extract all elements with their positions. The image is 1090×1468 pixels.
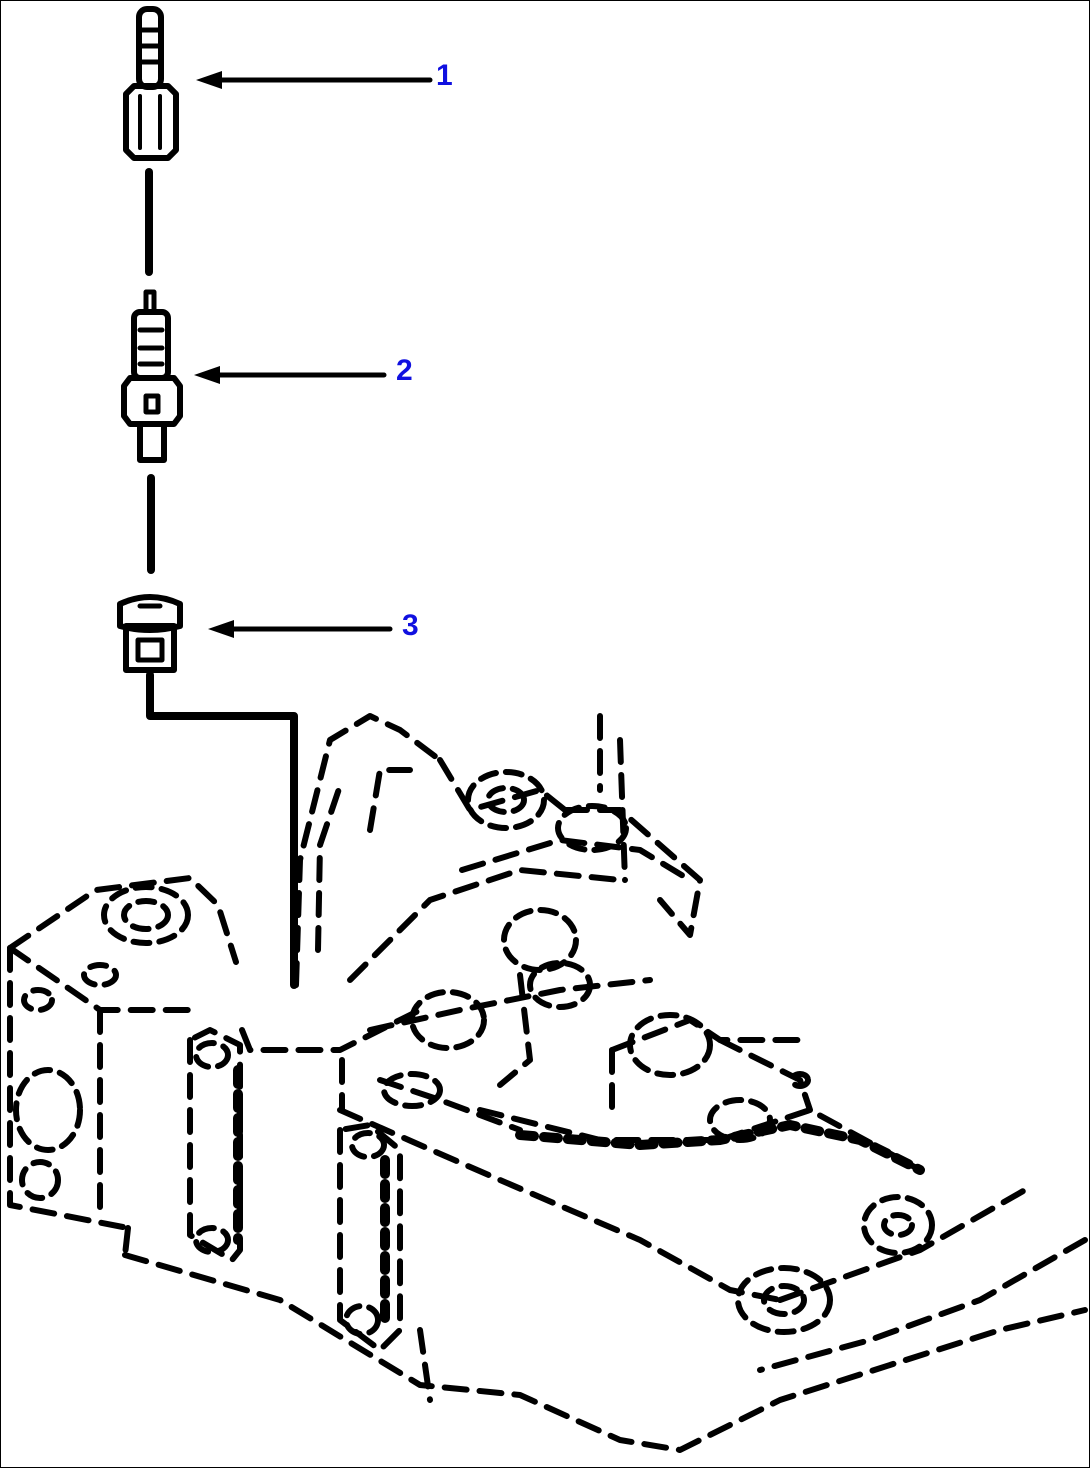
callout-number-1: 1: [436, 59, 453, 92]
housing-bosses: [13, 769, 935, 1337]
part-1-fitting: [123, 6, 179, 161]
part-2-sensor: [121, 289, 183, 463]
callout-number-2: 2: [396, 354, 413, 387]
housing-detail-lines: [233, 1065, 925, 1325]
callout-number-3: 3: [402, 609, 419, 642]
leader-arrowheads: [194, 71, 234, 638]
part-3-adapter: [117, 594, 183, 673]
housing-outline: [7, 713, 1088, 1453]
leader-lines: [203, 77, 433, 632]
connector-3-housing: [146, 671, 298, 989]
